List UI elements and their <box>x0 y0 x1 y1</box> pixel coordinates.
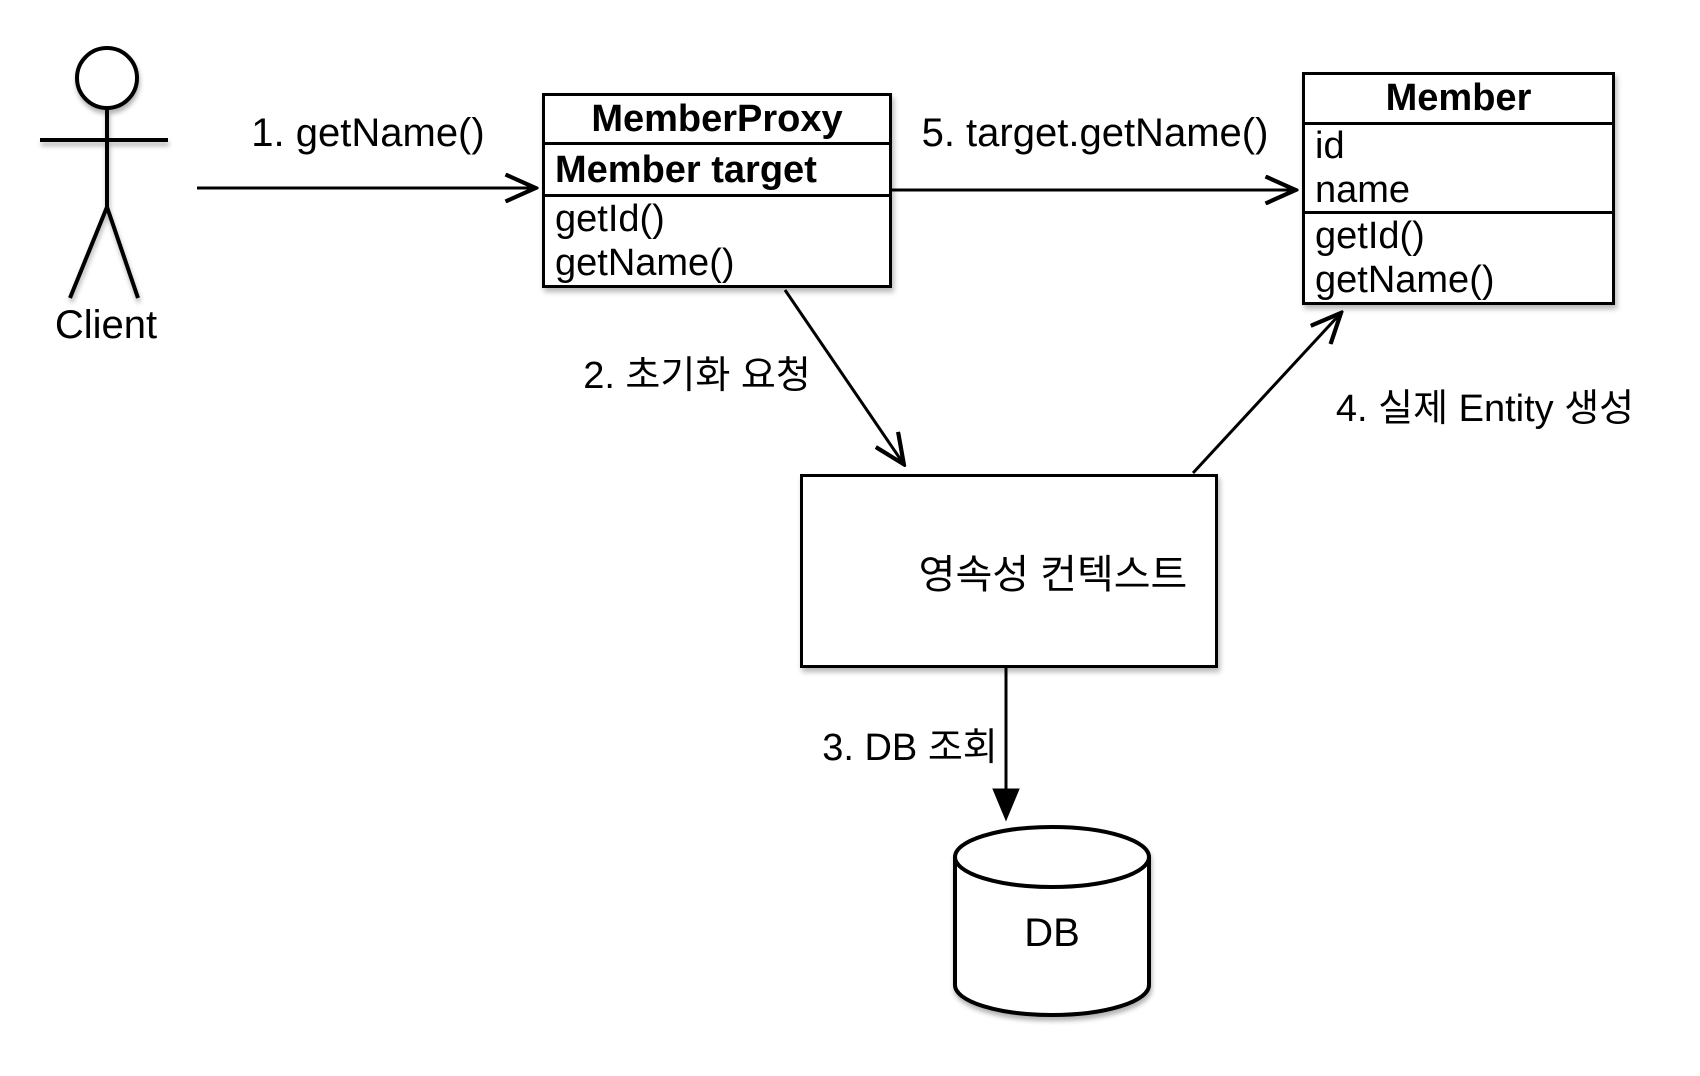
member-proxy-method-getid: getId() <box>555 198 665 240</box>
arrow-2-init-request <box>783 289 903 463</box>
arrow-4-create-entity <box>1191 314 1340 475</box>
member-field-id: id <box>1315 125 1345 167</box>
persistence-context-box: 영속성 컨텍스트 <box>800 474 1218 668</box>
actor-right-leg <box>105 206 140 299</box>
arrow-3-label: 3. DB 조회 <box>822 727 998 769</box>
actor-head <box>75 46 139 110</box>
persistence-context-label: 영속성 컨텍스트 <box>918 553 1188 597</box>
member-method-getid: getId() <box>1315 215 1425 257</box>
member-proxy-method-getname: getName() <box>555 242 735 284</box>
db-cylinder <box>953 825 1151 1017</box>
arrow-2-label: 2. 초기화 요청 <box>583 355 811 397</box>
client-actor-figure <box>40 46 168 299</box>
member-proxy-class: MemberProxy Member target getId() getNam… <box>542 93 892 288</box>
arrow-5-label: 5. target.getName() <box>921 111 1269 155</box>
member-title: Member <box>1305 75 1612 125</box>
member-proxy-field-target: Member target <box>555 148 817 191</box>
member-method-getname: getName() <box>1315 259 1495 301</box>
member-field-name: name <box>1315 169 1411 211</box>
actor-left-leg <box>68 206 109 299</box>
db-label: DB <box>1024 911 1080 955</box>
member-proxy-title: MemberProxy <box>545 96 889 146</box>
arrow-4-label: 4. 실제 Entity 생성 <box>1335 388 1635 430</box>
arrow-1-label: 1. getName() <box>251 111 485 155</box>
member-class: Member id name getId() getName() <box>1302 72 1615 305</box>
client-label: Client <box>54 303 158 347</box>
